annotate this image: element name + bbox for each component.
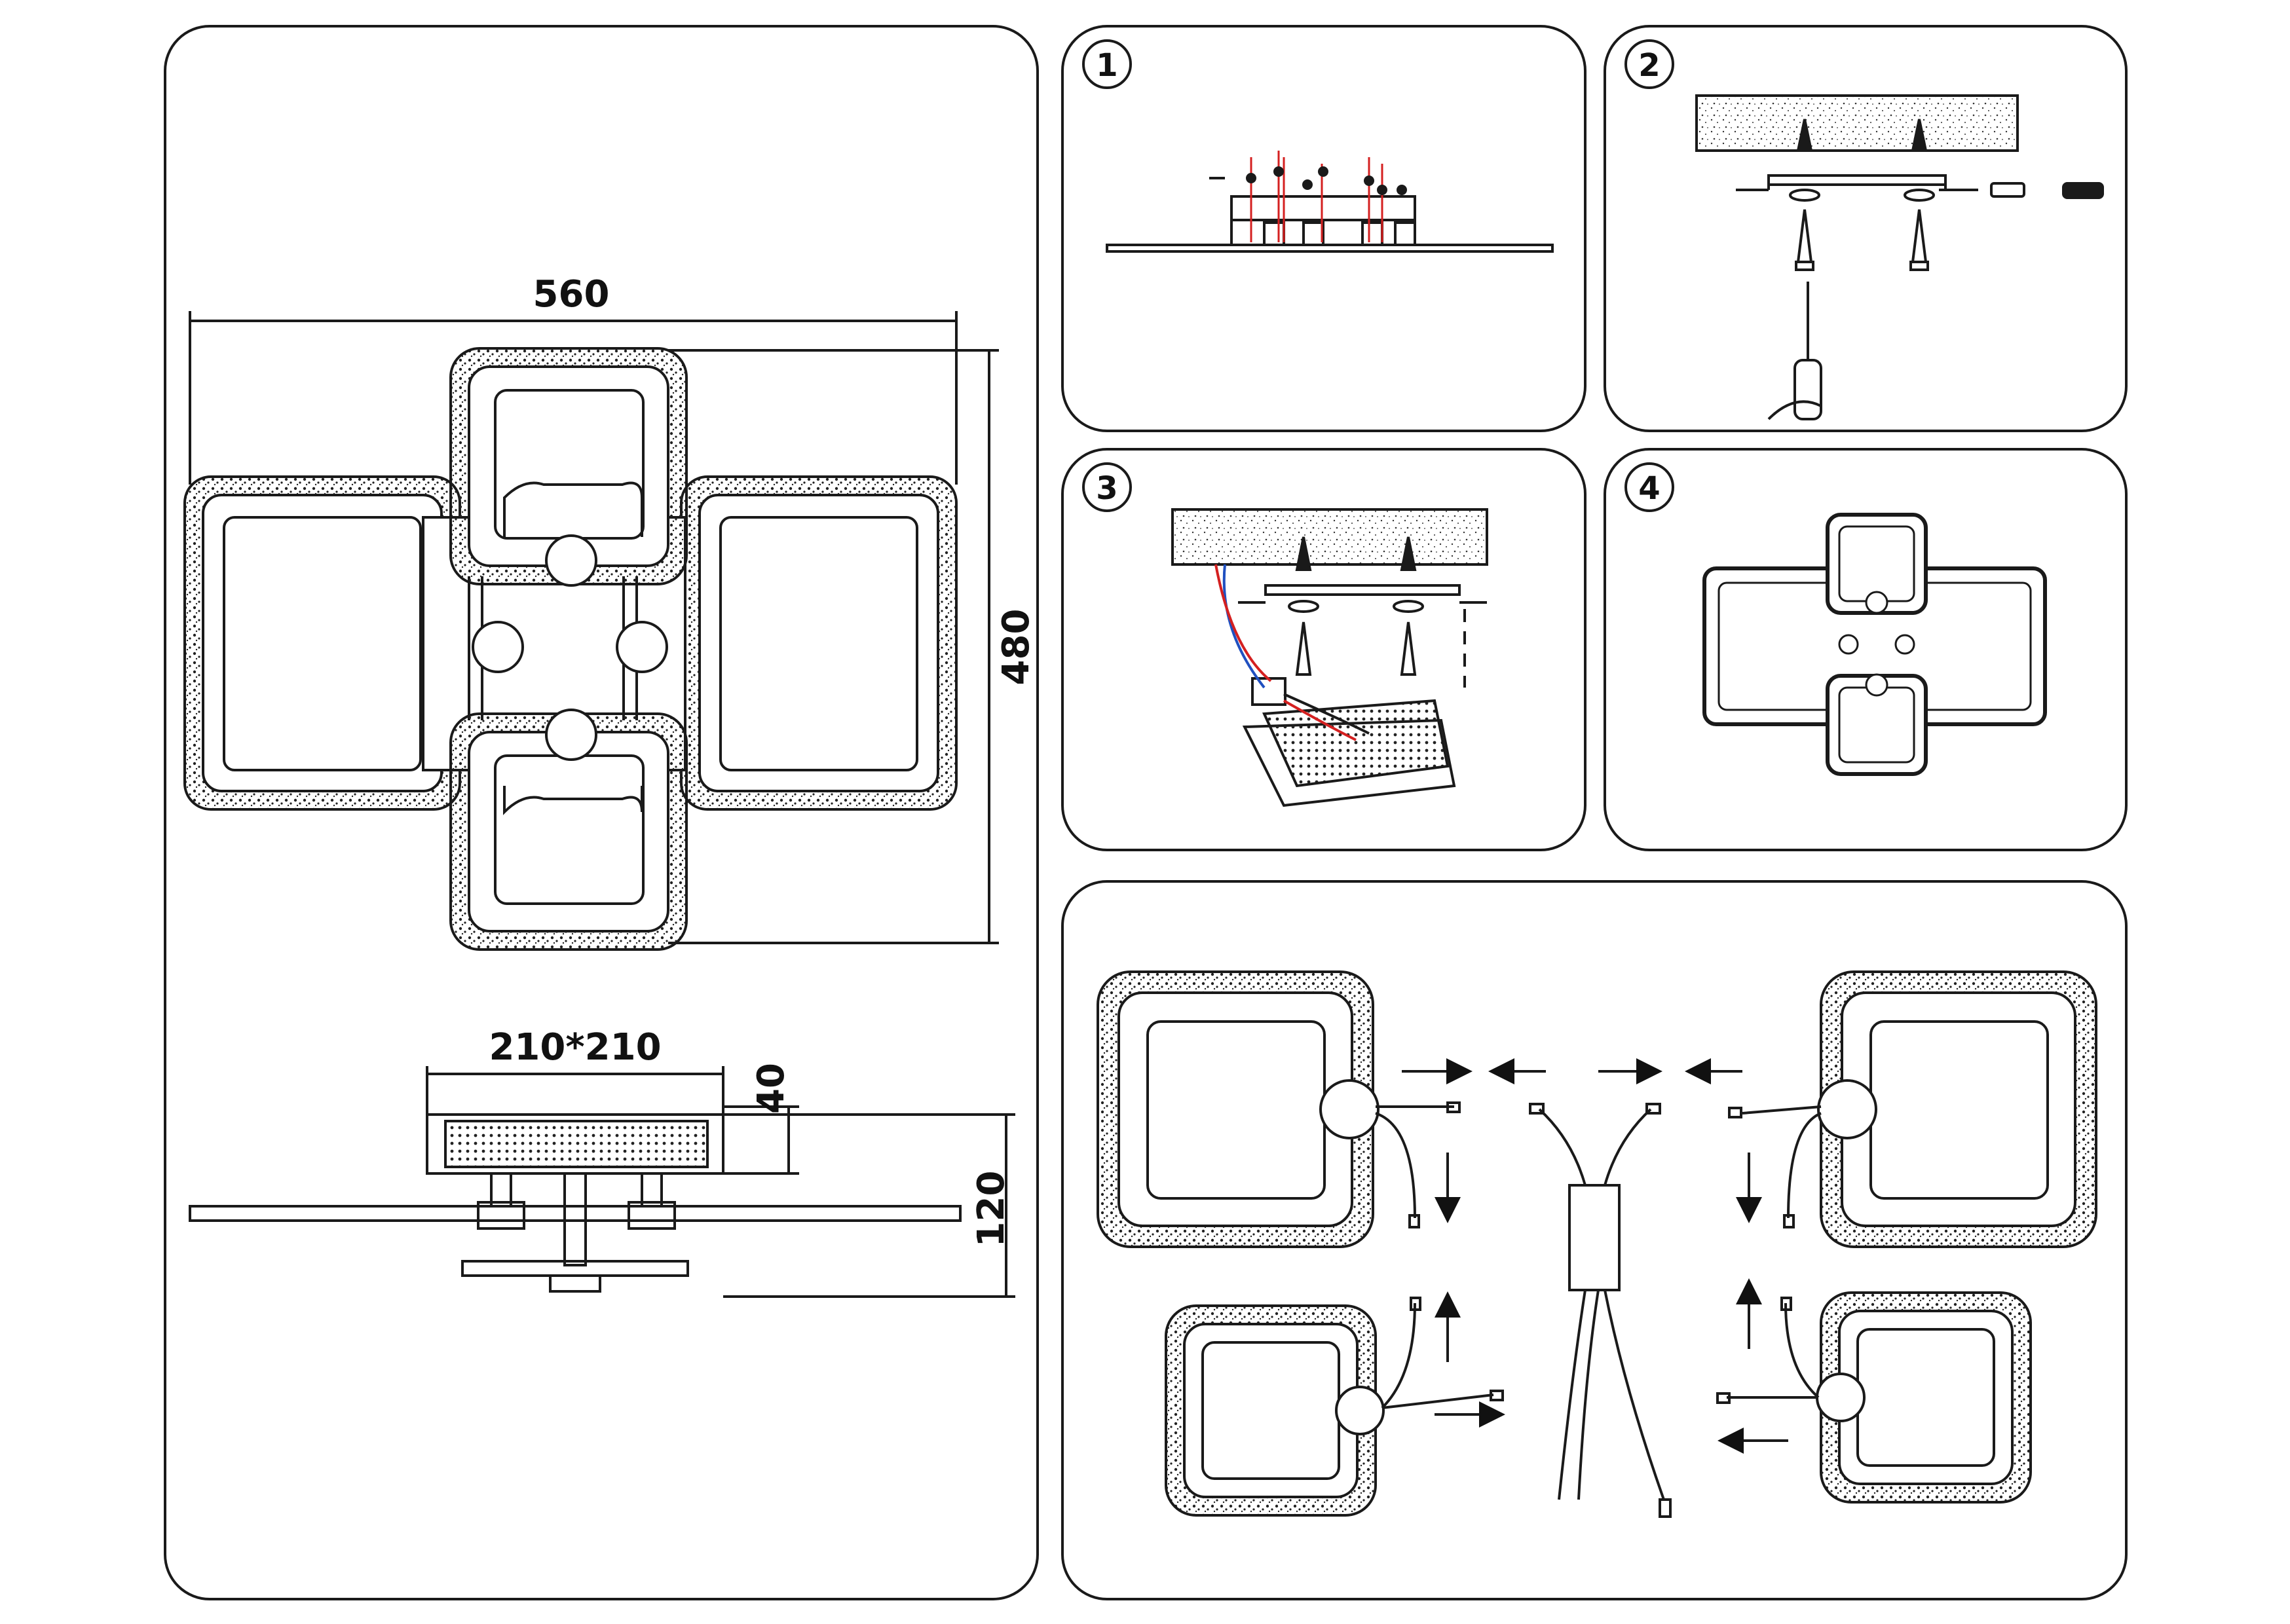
base-height-label: 40 <box>750 1063 793 1114</box>
step-2-badge: 2 <box>1624 39 1674 89</box>
lamp-side-view <box>189 1066 1015 1298</box>
base-size-label: 210*210 <box>489 1026 661 1069</box>
assembled-lamp-icon <box>1702 513 2047 776</box>
lamp-top-view <box>183 311 999 951</box>
step-3-badge: 3 <box>1082 462 1132 512</box>
wiring-terminal-block-icon <box>1171 508 1488 807</box>
height-dimension-label: 480 <box>995 609 1038 686</box>
step-4-badge: 4 <box>1624 462 1674 512</box>
svg-text:1: 1 <box>1096 47 1117 84</box>
svg-text:4: 4 <box>1638 470 1660 507</box>
total-height-label: 120 <box>970 1171 1013 1247</box>
ceiling-base-with-screws-icon <box>1106 151 1554 253</box>
led-driver-wiring-icon <box>1097 970 2097 1518</box>
ceiling-mount-bracket-screwdriver-icon <box>1695 94 2104 420</box>
svg-text:3: 3 <box>1096 470 1117 507</box>
svg-text:2: 2 <box>1638 47 1660 84</box>
step-2-panel <box>1604 25 2128 432</box>
step-1-badge: 1 <box>1082 39 1132 89</box>
width-dimension-label: 560 <box>533 273 610 316</box>
